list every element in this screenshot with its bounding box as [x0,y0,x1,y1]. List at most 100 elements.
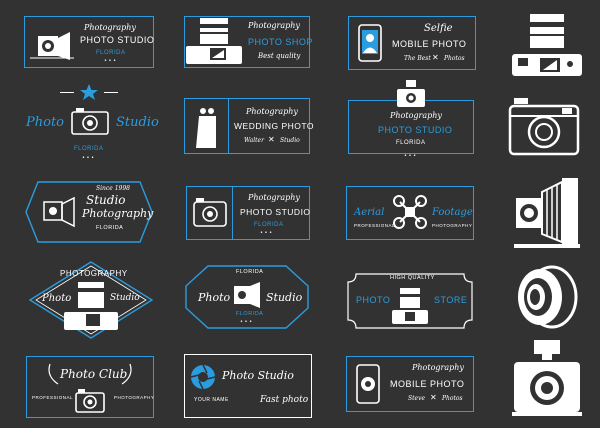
badge-title: Photo Studio [222,369,294,382]
badge-subtitle: FLORIDA [236,311,264,317]
badge-frame [26,356,154,418]
badge-top-text: PHOTOGRAPHY [60,269,128,278]
badge-subtitle: FLORIDA [96,225,124,231]
compact-camera-icon [192,196,228,228]
badge-top-text: HIGH QUALITY [390,275,435,281]
badge-left-text: Photo [42,293,72,304]
badge-frame [184,354,312,418]
folding-camera-icon [232,280,262,308]
stars: • • • [104,58,117,64]
badge-tagline: Fast photo [260,395,309,405]
badge-title: PHOTO STUDIO [378,125,453,135]
camera-flash-icon [396,80,426,108]
badge-title: PHOTO STUDIO [80,35,155,45]
dslr-camera-icon [184,14,244,66]
badge-script: Selfie [424,23,453,34]
badge-frame [348,16,476,70]
dslr-camera-icon [390,286,430,326]
drone-icon [392,194,428,230]
stars: • • • [82,155,95,161]
wedding-couple-icon [196,106,218,148]
diamond-frame [28,261,154,339]
badge-photo-club: Photo Club PROFESSIONAL PHOTOGRAPHY [26,356,154,418]
camera-with-flash-icon [512,340,582,418]
badge-script: Photography [390,111,442,120]
rangefinder-camera-icon [508,98,580,158]
stars: • • • [260,230,273,236]
cross-icon: ✕ [268,135,275,144]
badge-photo-studio-flash: Photography PHOTO STUDIO FLORIDA • • • [348,80,474,164]
cross-icon: ✕ [432,53,439,62]
badge-photo-store: HIGH QUALITY PHOTO STORE [346,270,474,332]
divider [228,98,229,154]
badge-title: PHOTO SHOP [248,37,313,47]
dslr-camera-icon [62,280,120,332]
badge-sub-left: PROFESSIONAL [32,395,74,400]
badge-photo-studio-aperture: Photo Studio YOUR NAME Fast photo [184,354,312,418]
badge-right-text: Photos [444,55,465,62]
badge-frame [24,16,154,68]
laurel-icon [44,362,136,386]
dslr-camera-icon [510,12,584,78]
badge-script: Photography [248,21,300,30]
badge-subtitle: YOUR NAME [194,397,229,403]
badge-line1: Studio [86,193,126,207]
badge-studio-photography-hexagon: Since 1998 Studio Photography FLORIDA [24,180,154,244]
stars: • • • [240,319,253,325]
hexagon-frame [25,181,153,243]
badge-selfie-mobile-photo: Selfie MOBILE PHOTO The Best ✕ Photos [348,16,476,70]
badge-photo-shop: Photography PHOTO SHOP Best quality [184,10,313,70]
badge-right-text: Studio [266,291,303,304]
stars: • • • [404,153,417,159]
badge-subtitle: FLORIDA [396,140,426,146]
badge-left-text: Steve [408,395,426,402]
divider [232,186,233,240]
badge-left-text: PHOTO [356,295,391,305]
badge-left-text: The Best [404,55,431,62]
badge-photography-diamond: PHOTOGRAPHY Photo Studio [26,256,156,342]
badge-subtitle: FLORIDA [254,222,284,228]
badge-right-text: Photos [442,395,463,402]
badge-title: WEDDING PHOTO [234,121,315,131]
badge-photo-studio-compact: Photography PHOTO STUDIO FLORIDA • • • [186,186,310,240]
badge-script: Photography [84,23,136,32]
badge-photo-studio-octagon: FLORIDA Photo Studio FLORIDA • • • [184,262,310,332]
badge-right-text: STORE [434,295,468,305]
badge-subtitle: FLORIDA [96,50,126,56]
badge-subtitle: FLORIDA [74,146,104,152]
badge-right-text: Studio [280,137,300,144]
badge-title: PHOTO STUDIO [240,207,311,217]
badge-aerial-footage: Aerial Footage PROFESSIONAL PHOTOGRAPHY [346,186,474,240]
badge-title: MOBILE PHOTO [392,39,467,49]
badge-right-text: Studio [116,115,159,130]
folding-camera-icon [40,196,76,228]
cross-icon: ✕ [430,393,437,402]
folding-camera-icon [514,172,580,252]
badge-script: Photography [246,107,298,116]
badge-photo-studio-florida: Photography PHOTO STUDIO FLORIDA • • • [24,16,154,68]
badge-sub-right: PHOTOGRAPHY [432,223,473,228]
badge-frame [346,356,474,412]
camera-lens-icon [514,264,580,330]
badge-photo-studio-star: Photo Studio FLORIDA • • • [24,84,159,164]
badge-frame [346,186,474,240]
badge-left-text: Photo [26,115,64,130]
smartphone-aperture-icon [356,364,380,404]
rangefinder-camera-icon [70,106,110,136]
badge-top-text: FLORIDA [236,269,264,275]
badge-top-text: Since 1998 [96,185,130,192]
divider [104,92,118,93]
badge-title: MOBILE PHOTO [390,379,465,389]
badge-wedding-photo: Photography WEDDING PHOTO Walter ✕ Studi… [184,98,314,154]
badge-left-text: Aerial [354,207,385,218]
octagon-frame [185,265,309,329]
badge-title: Photo Club [60,367,128,381]
folding-camera-icon [30,26,74,60]
compact-camera-icon [74,388,106,414]
badge-frame [184,16,310,68]
badge-mobile-photo: Photography MOBILE PHOTO Steve ✕ Photos [346,356,474,412]
badge-tagline: Best quality [258,52,301,60]
badge-right-text: Footage [432,207,473,218]
aperture-icon [190,364,216,390]
ticket-frame [347,273,473,329]
